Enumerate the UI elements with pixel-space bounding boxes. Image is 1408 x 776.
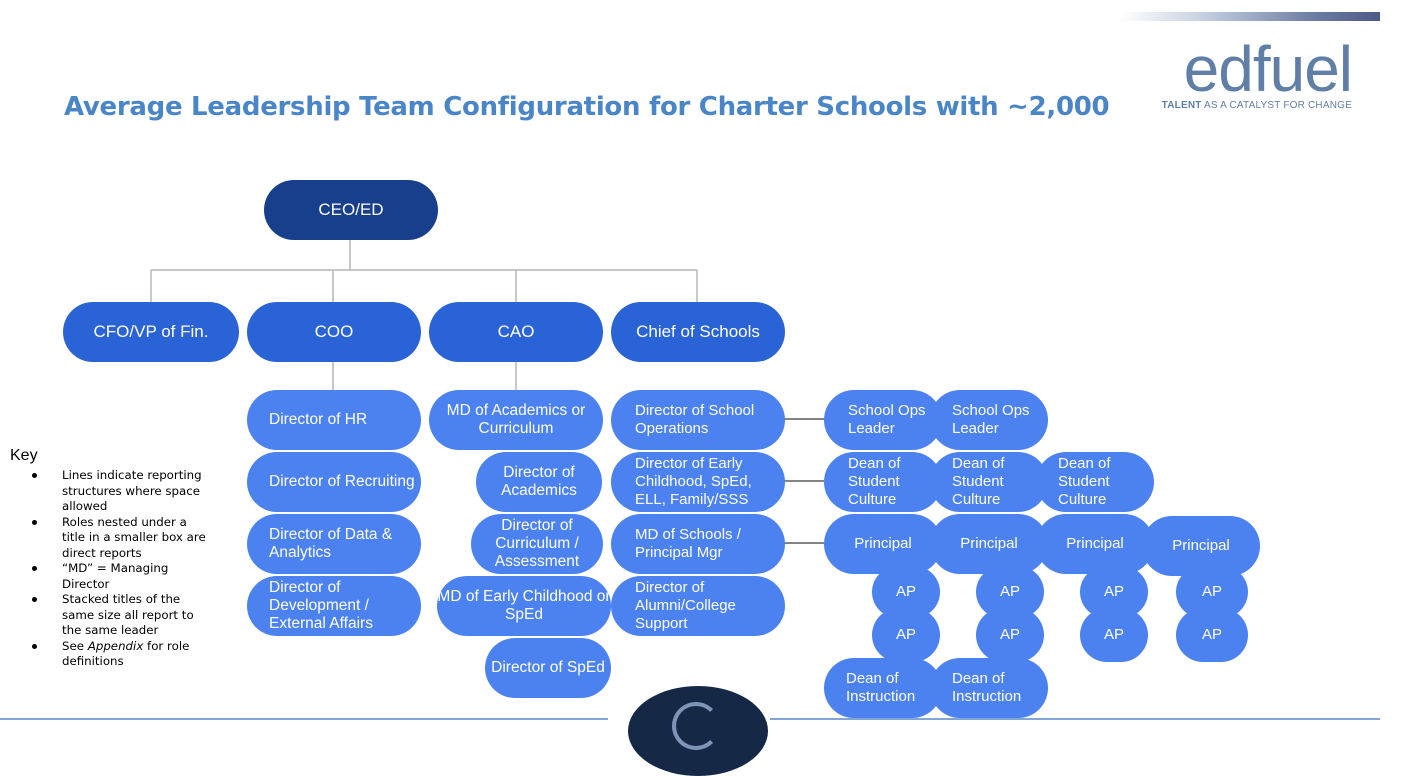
node-director-recruiting: Director of Recruiting [247, 452, 421, 512]
node-ap: AP [976, 608, 1044, 662]
key-item: Roles nested under a title in a smaller … [26, 515, 206, 562]
footer-line-right [770, 718, 1380, 720]
key-item-appendix: See Appendix for role definitions [26, 639, 206, 670]
page-title: Average Leadership Team Configuration fo… [64, 92, 1110, 122]
node-coo: COO [247, 302, 421, 362]
badge-ring-icon [672, 702, 720, 750]
node-dean-student-culture: Dean of Student Culture [824, 452, 942, 512]
key-item: Stacked titles of the same size all repo… [26, 592, 206, 639]
node-md-schools: MD of Schools / Principal Mgr [611, 514, 785, 574]
node-ap: AP [872, 608, 940, 662]
footer-line-left [0, 718, 608, 720]
node-school-ops-leader: School Ops Leader [824, 390, 942, 450]
key-list: Lines indicate reporting structures wher… [26, 468, 206, 670]
node-ap: AP [1176, 566, 1248, 618]
node-dean-instruction: Dean of Instruction [824, 658, 942, 718]
node-cao: CAO [429, 302, 603, 362]
node-director-academics: Director of Academics [476, 452, 602, 512]
node-director-development: Director of Development / External Affai… [247, 576, 421, 636]
node-director-data-analytics: Director of Data & Analytics [247, 514, 421, 574]
node-director-curriculum: Director of Curriculum / Assessment [471, 514, 603, 574]
node-director-school-ops: Director of School Operations [611, 390, 785, 450]
key-item: Lines indicate reporting structures wher… [26, 468, 206, 515]
node-director-hr: Director of HR [247, 390, 421, 450]
org-connector-lines [150, 240, 824, 544]
node-chief-of-schools: Chief of Schools [611, 302, 785, 362]
node-md-academics: MD of Academics or Curriculum [429, 390, 603, 450]
node-principal: Principal [930, 514, 1048, 574]
node-dean-student-culture: Dean of Student Culture [930, 452, 1048, 512]
edfuel-logo: edfuel TALENT AS A CATALYST FOR CHANGE [1128, 33, 1353, 111]
node-director-alumni: Director of Alumni/College Support [611, 576, 785, 636]
node-ap: AP [1176, 608, 1248, 662]
node-ceo: CEO/ED [264, 180, 438, 240]
node-dean-student-culture: Dean of Student Culture [1036, 452, 1154, 512]
node-principal: Principal [1036, 514, 1154, 574]
header-gradient-bar [1120, 12, 1380, 21]
key-item: “MD” = Managing Director [26, 561, 206, 592]
key-title: Key [10, 447, 38, 464]
node-ap: AP [1080, 608, 1148, 662]
node-principal: Principal [824, 514, 942, 574]
node-director-sped: Director of SpEd [485, 638, 611, 698]
node-md-early-childhood: MD of Early Childhood or SpEd [437, 576, 611, 636]
logo-wordmark: edfuel [1183, 33, 1353, 105]
footer-logo-badge [628, 686, 768, 776]
node-school-ops-leader: School Ops Leader [930, 390, 1048, 450]
node-director-early-childhood: Director of Early Childhood, SpEd, ELL, … [611, 452, 785, 512]
node-dean-instruction: Dean of Instruction [930, 658, 1048, 718]
logo-tagline: TALENT AS A CATALYST FOR CHANGE [1161, 100, 1352, 111]
node-cfo: CFO/VP of Fin. [63, 302, 239, 362]
node-principal: Principal [1142, 516, 1260, 576]
